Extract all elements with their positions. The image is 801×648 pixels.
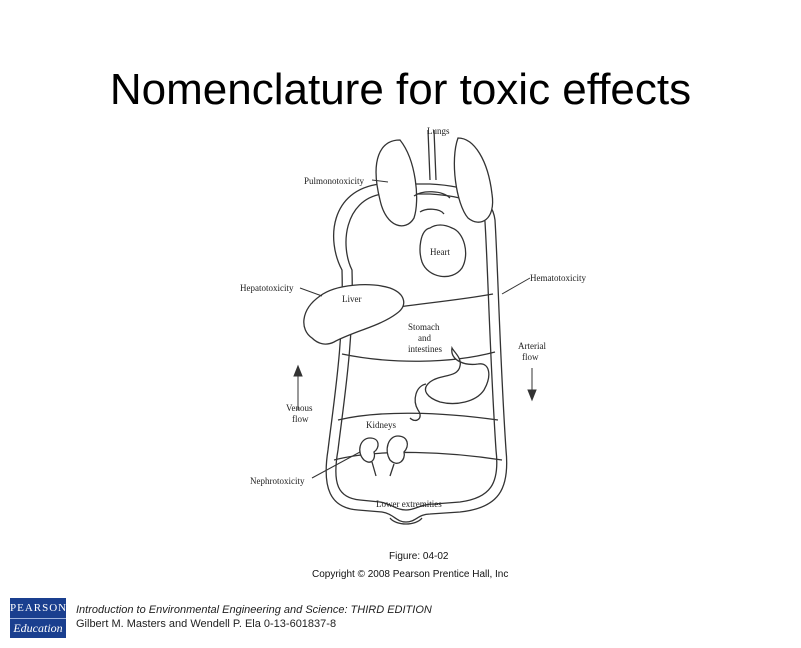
label-arterial-1: Arterial xyxy=(518,341,546,351)
hematotoxicity-pointer xyxy=(501,277,531,295)
ureters xyxy=(371,461,395,477)
nephrotoxicity-pointer xyxy=(311,451,361,479)
label-arterial-2: flow xyxy=(522,352,539,362)
hepatotoxicity-pointer xyxy=(299,287,323,297)
label-heart: Heart xyxy=(430,247,450,257)
label-stomach-3: intestines xyxy=(408,344,442,354)
stomach-organ xyxy=(424,345,490,405)
label-stomach-1: Stomach xyxy=(408,322,440,332)
intestine-coil xyxy=(409,383,427,422)
footer-credits: Introduction to Environmental Engineerin… xyxy=(76,603,432,631)
right-kidney xyxy=(386,435,409,464)
arterial-arrow-head xyxy=(527,389,537,402)
right-lung xyxy=(453,137,494,223)
divider-lower xyxy=(337,412,499,421)
label-stomach-2: and xyxy=(418,333,431,343)
venous-arrow-head xyxy=(293,364,303,377)
body-outline xyxy=(325,183,508,523)
label-lungs: Lungs xyxy=(427,126,450,136)
pearson-logo: PEARSON Education xyxy=(10,598,66,638)
label-pulmonotoxicity: Pulmonotoxicity xyxy=(304,176,365,186)
label-venous-2: flow xyxy=(292,414,309,424)
body-inner-outline xyxy=(335,193,498,511)
pelvis-curve xyxy=(389,517,423,525)
footer-book-title: Introduction to Environmental Engineerin… xyxy=(76,604,432,616)
liver-organ xyxy=(303,284,405,345)
label-hematotoxicity: Hematotoxicity xyxy=(530,273,586,283)
label-liver: Liver xyxy=(342,294,362,304)
label-kidneys: Kidneys xyxy=(366,420,396,430)
vessels xyxy=(413,129,451,215)
pulmonotoxicity-pointer xyxy=(371,179,389,183)
logo-line1: PEARSON xyxy=(10,602,68,614)
copyright-caption: Copyright © 2008 Pearson Prentice Hall, … xyxy=(312,569,509,580)
left-lung xyxy=(375,139,418,227)
logo-line2: Education xyxy=(10,618,66,636)
heart-organ xyxy=(419,224,467,278)
divider-bottom xyxy=(333,451,503,461)
label-nephrotoxicity: Nephrotoxicity xyxy=(250,476,305,486)
toxic-effects-diagram: Lungs Pulmonotoxicity Heart Hematotoxici… xyxy=(240,126,586,525)
label-hepatotoxicity: Hepatotoxicity xyxy=(240,283,294,293)
figure-caption: Figure: 04-02 xyxy=(389,551,449,562)
left-kidney xyxy=(359,437,379,463)
label-lower-extremities: Lower extremities xyxy=(376,499,442,509)
footer-authors: Gilbert M. Masters and Wendell P. Ela 0-… xyxy=(76,618,337,630)
label-venous-1: Venous xyxy=(286,403,313,413)
slide-title: Nomenclature for toxic effects xyxy=(109,65,692,114)
divider-middle xyxy=(341,351,496,362)
